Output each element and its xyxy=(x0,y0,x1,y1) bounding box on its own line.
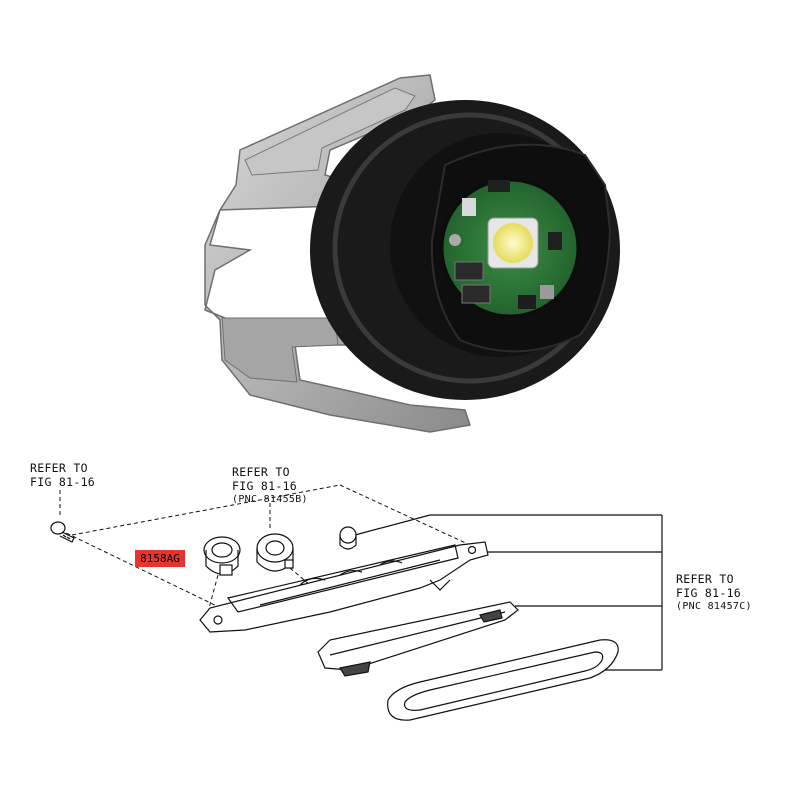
pcb-component xyxy=(454,261,484,281)
callout-pnc: (PNC 81457C) xyxy=(676,601,752,612)
lamp-housing xyxy=(199,541,489,633)
pcb-component xyxy=(462,198,476,216)
metal-clip-top-arm xyxy=(244,87,416,176)
callout-pnc: (PNC 81455B) xyxy=(232,494,308,505)
callout-line: REFER TO xyxy=(232,465,290,479)
parts-diagram xyxy=(50,484,663,721)
callout-line: FIG 81-16 xyxy=(30,475,96,489)
bushing-part xyxy=(339,526,357,550)
part-number-badge: 8158AG xyxy=(135,550,185,567)
callout-left-refer: REFER TO FIG 81-16 xyxy=(30,461,95,489)
dashed-leader-lines xyxy=(59,484,471,613)
callout-line: FIG 81-16 xyxy=(232,479,298,493)
lamp-lens xyxy=(317,601,519,677)
callout-line: FIG 81-16 xyxy=(676,586,742,600)
pcb-component xyxy=(518,295,536,309)
solid-leader-lines xyxy=(354,514,663,671)
pcb-component xyxy=(488,180,510,192)
pcb-component xyxy=(449,234,461,246)
callout-line: REFER TO xyxy=(676,572,734,586)
led-bulb-photo xyxy=(204,74,620,433)
bulb-socket-part xyxy=(203,536,241,576)
lamp-bezel xyxy=(387,639,619,721)
pcb-component xyxy=(548,232,562,250)
led-chip xyxy=(493,223,533,263)
pcb-component xyxy=(540,285,554,299)
callout-line: REFER TO xyxy=(30,461,88,475)
pcb-component xyxy=(461,284,491,304)
screw-part xyxy=(50,521,75,543)
callout-right-refer: REFER TO FIG 81-16 (PNC 81457C) xyxy=(676,572,752,614)
bulb-part xyxy=(256,533,294,572)
callout-top-refer: REFER TO FIG 81-16 (PNC 81455B) xyxy=(232,465,308,507)
